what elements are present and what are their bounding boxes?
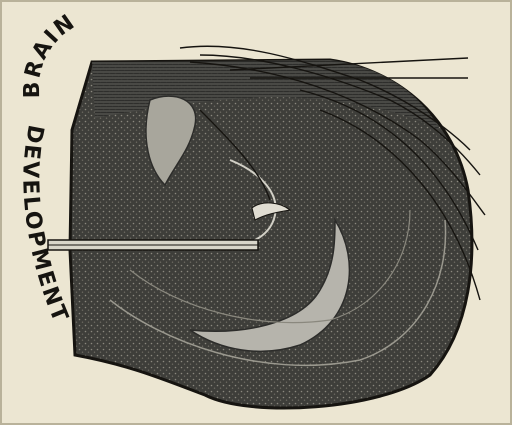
horizontal-rod: [48, 240, 258, 250]
